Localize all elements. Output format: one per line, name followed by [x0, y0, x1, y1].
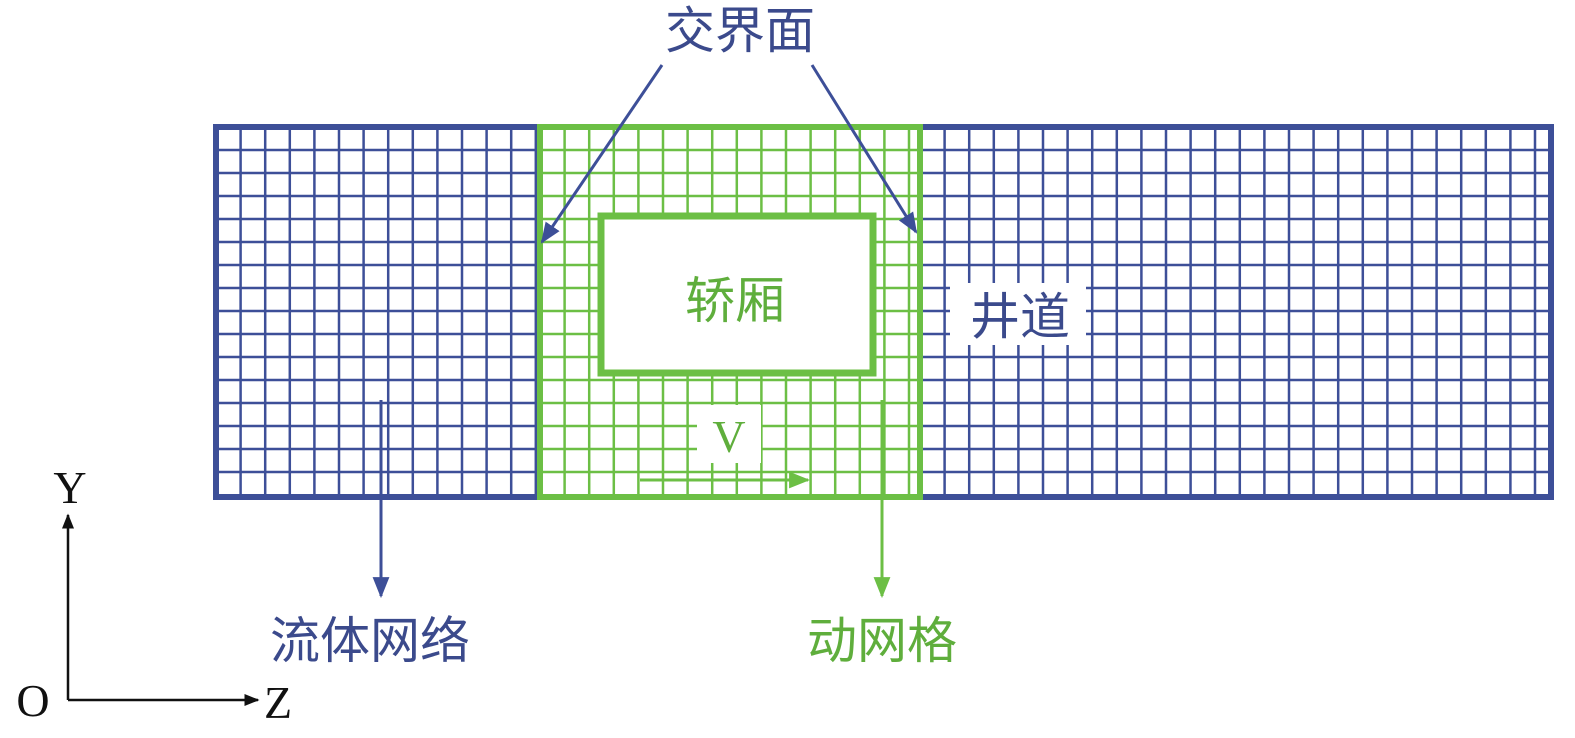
interface-arrow-left — [540, 64, 664, 244]
car-label: 轿厢 — [685, 272, 785, 330]
y-axis-label: Y — [53, 462, 86, 513]
interface-label: 交界面 — [665, 2, 815, 60]
shaft-label: 井道 — [970, 288, 1070, 346]
dynamic-mesh-label: 动网格 — [807, 612, 957, 670]
fluid-mesh-grid — [216, 127, 1551, 497]
velocity-label-bg — [697, 405, 761, 463]
z-axis-label: Z — [264, 677, 292, 728]
dynamic-mesh-border — [537, 124, 923, 500]
fluid-mesh-label: 流体网络 — [270, 612, 470, 670]
interface-arrow-right — [810, 64, 918, 234]
car-box — [597, 212, 877, 377]
shaft-label-bg — [950, 283, 1086, 345]
velocity-label: V — [712, 411, 745, 462]
origin-label: O — [16, 675, 49, 726]
